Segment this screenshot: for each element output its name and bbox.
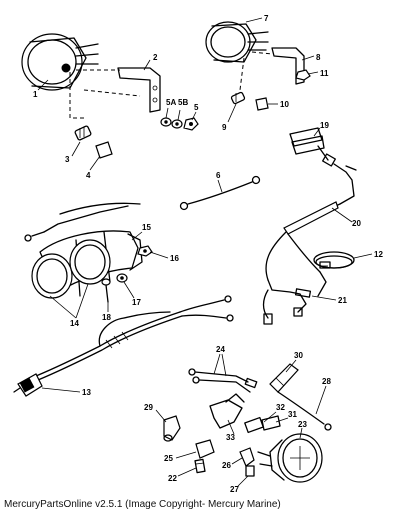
callout-26: 26 (222, 461, 231, 470)
leads-part-24[interactable] (188, 368, 258, 393)
callout-18: 18 (102, 313, 111, 322)
washer-part-5a[interactable] (160, 117, 172, 127)
callout-13: 13 (82, 388, 91, 397)
callout-22: 22 (168, 474, 177, 483)
callout-7: 7 (264, 14, 269, 23)
gauge-part-23[interactable] (257, 433, 323, 483)
callout-15: 15 (142, 223, 151, 232)
callout-5a: 5A (166, 98, 176, 107)
gauge-part-7[interactable] (205, 21, 269, 63)
callout-6: 6 (216, 171, 221, 180)
callout-23: 23 (298, 420, 307, 429)
fitting-part-32[interactable] (244, 416, 264, 434)
callout-25: 25 (164, 454, 173, 463)
callout-21: 21 (338, 296, 347, 305)
gauge-part-14-right[interactable] (69, 239, 111, 285)
callout-14: 14 (70, 319, 79, 328)
callout-5: 5 (194, 103, 199, 112)
washer-part-17[interactable] (116, 273, 128, 283)
callout-2: 2 (153, 53, 158, 62)
screw-part-18[interactable] (101, 278, 111, 303)
nut-part-5[interactable] (183, 117, 199, 131)
callout-3: 3 (65, 155, 70, 164)
fitting-part-27[interactable] (245, 465, 255, 477)
callout-4: 4 (86, 171, 91, 180)
sender-part-31[interactable] (261, 415, 281, 431)
connector-part-9[interactable] (230, 91, 246, 105)
callout-5b: 5B (178, 98, 188, 107)
lead-wires-part-21[interactable] (262, 271, 327, 325)
jumper-wire-part-6[interactable] (179, 175, 261, 211)
callout-17: 17 (132, 298, 141, 307)
gauge-part-1[interactable] (21, 33, 99, 91)
cap-part-10[interactable] (255, 97, 269, 111)
callout-20: 20 (352, 219, 361, 228)
callout-30: 30 (294, 351, 303, 360)
callout-labels: 1 2 3 4 5A 5B 5 6 7 8 9 10 11 12 13 14 1… (33, 14, 383, 494)
clamp-part-12[interactable] (313, 251, 355, 269)
callout-32: 32 (276, 403, 285, 412)
bracket-part-33[interactable] (209, 393, 245, 429)
callout-1: 1 (33, 90, 38, 99)
harness-part-20[interactable] (265, 201, 341, 281)
callout-10: 10 (280, 100, 289, 109)
tube-part-30[interactable] (269, 363, 299, 393)
callout-9: 9 (222, 123, 227, 132)
elbow-part-26[interactable] (239, 447, 255, 467)
fitting-part-25[interactable] (195, 439, 215, 459)
wire-part-28[interactable] (277, 391, 332, 431)
washer-part-5b[interactable] (171, 119, 183, 129)
elbow-part-29[interactable] (163, 415, 181, 442)
fitting-part-22[interactable] (194, 458, 206, 474)
nut-part-16[interactable] (137, 245, 153, 257)
callout-19: 19 (320, 121, 329, 130)
callout-24: 24 (216, 345, 225, 354)
cap-part-4[interactable] (95, 141, 113, 159)
callout-28: 28 (322, 377, 331, 386)
callout-27: 27 (230, 485, 239, 494)
callout-12: 12 (374, 250, 383, 259)
callout-33: 33 (226, 433, 235, 442)
callout-8: 8 (316, 53, 321, 62)
callout-16: 16 (170, 254, 179, 263)
bracket-part-2[interactable] (117, 67, 161, 113)
terminal-block-part-19[interactable] (289, 127, 336, 167)
copyright-footer: MercuryPartsOnline v2.5.1 (Image Copyrig… (4, 499, 281, 510)
callout-29: 29 (144, 403, 153, 412)
bracket-part-8[interactable] (271, 47, 305, 85)
callout-31: 31 (288, 410, 297, 419)
harness-part-13[interactable] (13, 295, 234, 397)
leader-lines (37, 17, 373, 487)
gauge-part-14-left[interactable] (31, 253, 73, 299)
connector-part-3[interactable] (74, 125, 92, 141)
callout-11: 11 (320, 69, 329, 78)
nut-part-11[interactable] (295, 69, 311, 81)
